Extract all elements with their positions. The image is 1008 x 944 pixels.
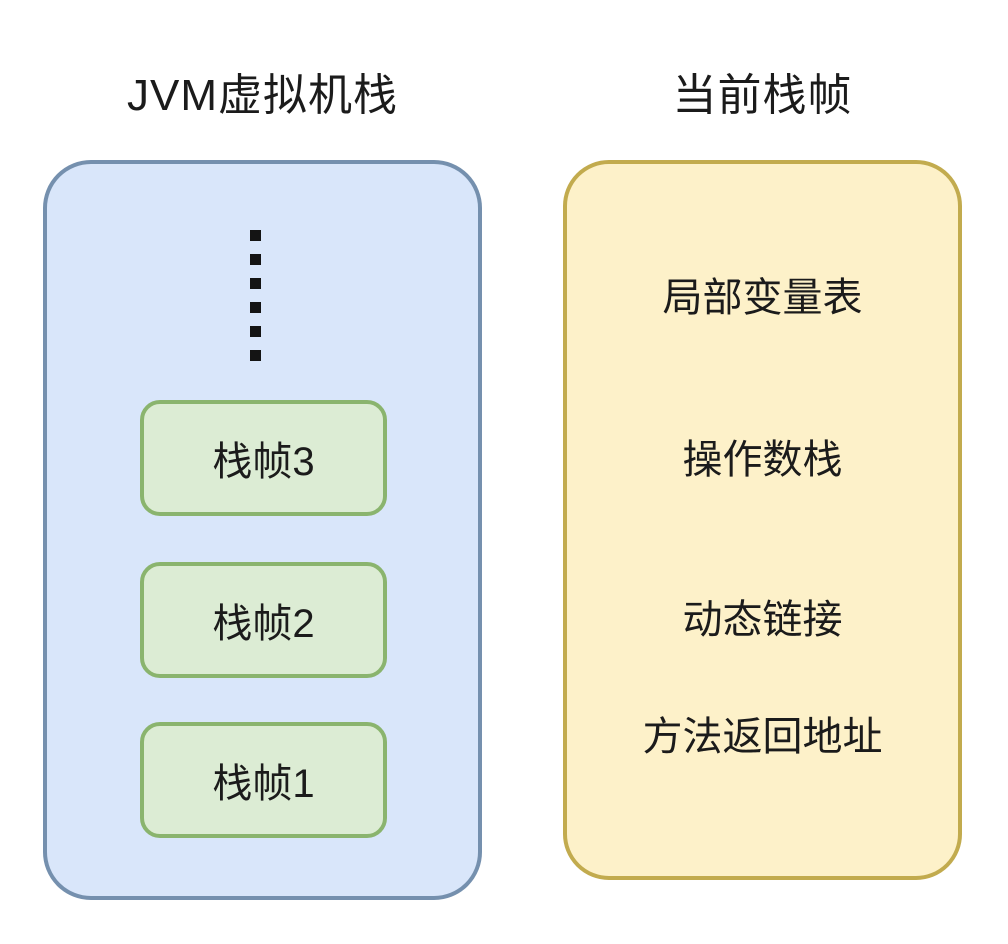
stack-frame-1-label: 栈帧1 [212, 762, 315, 806]
stack-frame-2-label: 栈帧2 [212, 602, 315, 646]
current-frame-item-operand-stack: 操作数栈 [682, 438, 843, 482]
ellipsis-dot [250, 302, 261, 313]
current-frame-item-local-variable-table: 局部变量表 [662, 276, 863, 320]
current-frame-item-return-address: 方法返回地址 [642, 715, 883, 759]
stack-frame-1: 栈帧1 [140, 722, 387, 838]
stack-frame-3: 栈帧3 [140, 400, 387, 516]
ellipsis-dot [250, 326, 261, 337]
ellipsis-dot [250, 230, 261, 241]
ellipsis-dots-icon [250, 230, 261, 361]
ellipsis-dot [250, 278, 261, 289]
current-frame-container [563, 160, 962, 880]
stack-frame-2: 栈帧2 [140, 562, 387, 678]
vm-stack-title: JVM虚拟机栈 [127, 71, 398, 120]
ellipsis-dot [250, 350, 261, 361]
ellipsis-dot [250, 254, 261, 265]
current-frame-item-dynamic-linking: 动态链接 [682, 598, 843, 642]
stack-frame-3-label: 栈帧3 [212, 440, 315, 484]
current-frame-title: 当前栈帧 [672, 71, 853, 120]
